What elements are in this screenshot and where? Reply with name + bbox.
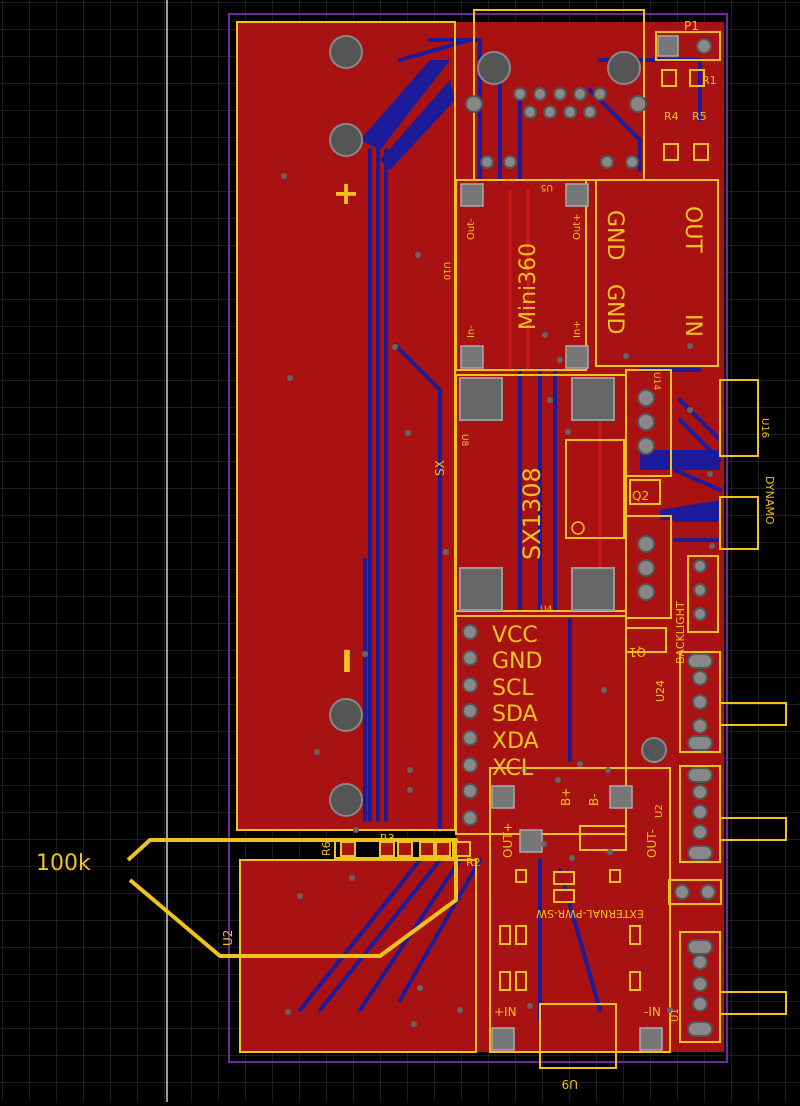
pin-xcl: XCL [492,756,534,781]
callout-line [126,838,458,958]
silkscreen-text: 100k + I P1 R1 R4 R5 U5 U10 Out- Out+ In… [36,19,776,1091]
label-p1: P1 [684,19,699,33]
pin-sda: SDA [492,702,538,727]
label-u10: U10 [441,262,451,280]
label-u16: U16 [759,418,770,438]
callout-label: 100k [36,851,91,876]
hole-3 [329,698,363,732]
label-r2: R2 [466,856,481,869]
vias [281,173,715,1027]
label-gnd-top: GND [602,210,627,260]
small-pads [460,35,679,1051]
hole-5 [477,51,511,85]
hole-7 [641,737,667,763]
board-outline [228,13,728,1063]
label-in-minus-2: -IN [644,1005,661,1019]
pin-vcc: VCC [492,623,538,648]
label-r5: R5 [692,110,707,123]
pin1-marker [571,521,585,535]
label-out-minus: Out- [466,218,477,240]
smd-pads [340,841,641,991]
label-u9: U9 [562,1077,578,1091]
label-in-minus: In- [466,325,477,338]
label-ext-pwr: EXTERNAL-PWR-SW [536,907,644,920]
label-r6: R6 [320,841,333,856]
label-r4: R4 [664,110,679,123]
label-q2: Q2 [632,489,649,503]
label-u24: U24 [654,680,667,702]
label-sx: SX [433,460,447,476]
mounting-holes [329,35,667,817]
label-u2-pos: U2 [654,804,665,818]
minus-marker: I [341,645,352,680]
label-in-plus-2: +IN [494,1005,517,1019]
pin-scl: SCL [492,676,534,701]
hole-6 [607,51,641,85]
label-r1: R1 [702,74,717,87]
oval-pads [687,653,713,1037]
label-b-minus: B- [587,793,601,806]
label-u14: U14 [651,372,661,390]
pin-pads [462,38,716,1012]
switch-pads [459,377,615,611]
label-out: OUT [680,206,705,253]
label-out-minus-2: OUT- [645,829,659,858]
hole-2 [329,123,363,157]
label-out-plus-2: OUT+ [501,822,515,858]
label-in-plus: In+ [572,320,583,338]
pin-gnd: GND [492,649,542,674]
label-b-plus: B+ [559,788,573,806]
label-backlight: BACKLIGHT [674,601,687,664]
pin-xda: XDA [492,729,539,754]
label-out-plus: Out+ [572,213,583,240]
label-in: IN [680,314,705,337]
label-r3: R3 [380,832,395,845]
label-u5: U5 [541,182,553,192]
label-q1: Q1 [629,645,646,659]
label-u1: U1 [670,1008,681,1022]
label-sx1308: SX1308 [518,467,546,560]
hole-1 [329,35,363,69]
plus-marker: + [333,174,360,212]
label-gnd-bottom: GND [602,284,627,334]
bottom-trace-bundle [360,60,720,520]
label-dynamo: DYNAMO [763,476,776,525]
label-u8: U8 [459,434,469,447]
label-mini360: Mini360 [516,243,541,330]
label-u4: U4 [540,605,553,615]
label-u2: U2 [221,930,235,946]
hole-4 [329,783,363,817]
